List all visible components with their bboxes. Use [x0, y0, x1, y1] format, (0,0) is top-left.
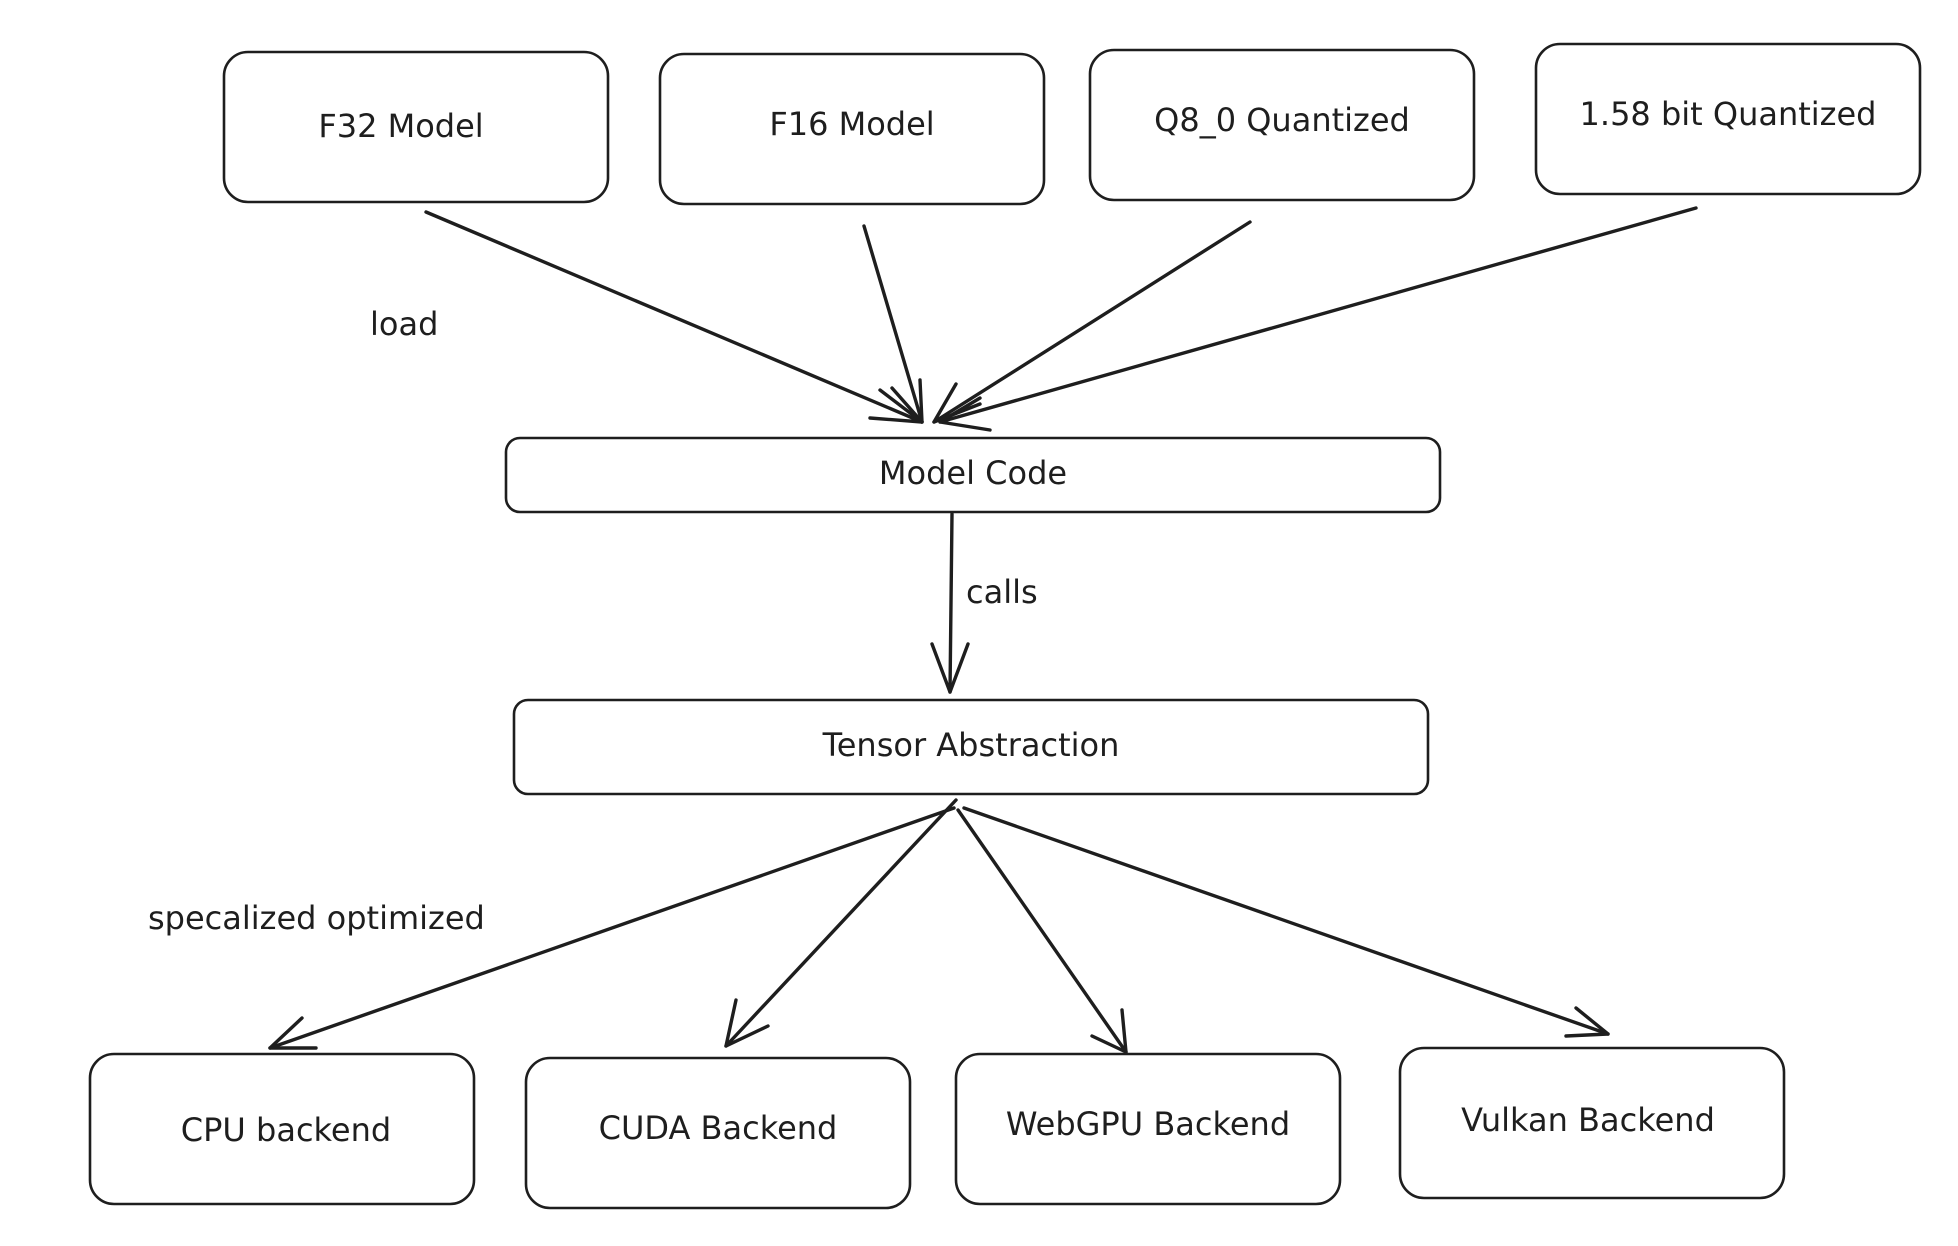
edge-tensor-to-cpu — [268, 806, 956, 1050]
edge-label-load: load — [370, 305, 438, 343]
node-cpu-backend-label: CPU backend — [181, 1111, 391, 1149]
node-tensor-abstraction-label: Tensor Abstraction — [822, 726, 1120, 764]
edge-label-calls: calls — [966, 573, 1038, 611]
node-webgpu-backend: WebGPU Backend — [954, 1052, 1342, 1206]
node-q8-quantized-label: Q8_0 Quantized — [1154, 101, 1410, 139]
node-1-58-bit-quantized: 1.58 bit Quantized — [1534, 42, 1922, 196]
node-model-code-label: Model Code — [879, 454, 1067, 492]
edge-tensor-to-vulkan — [962, 806, 1610, 1038]
node-cpu-backend: CPU backend — [88, 1052, 476, 1206]
edge-label-specalized-optimized: specalized optimized — [148, 899, 485, 937]
edge-tensor-to-cuda — [724, 798, 958, 1048]
edge-1-58-bit-to-model-code — [938, 206, 1698, 432]
edge-tensor-to-webgpu — [956, 808, 1128, 1054]
node-tensor-abstraction: Tensor Abstraction — [512, 698, 1430, 796]
node-1-58-bit-quantized-label: 1.58 bit Quantized — [1580, 95, 1877, 133]
node-vulkan-backend: Vulkan Backend — [1398, 1046, 1786, 1200]
edge-q8-to-model-code — [932, 220, 1252, 424]
node-f32-model-label: F32 Model — [318, 107, 483, 145]
edge-f32-to-model-code — [424, 210, 924, 424]
node-webgpu-backend-label: WebGPU Backend — [1006, 1105, 1290, 1143]
node-model-code: Model Code — [504, 436, 1442, 514]
edge-model-code-to-tensor — [930, 512, 970, 694]
node-q8-quantized: Q8_0 Quantized — [1088, 48, 1476, 202]
node-f16-model-label: F16 Model — [769, 105, 934, 143]
node-cuda-backend: CUDA Backend — [524, 1056, 912, 1210]
node-cuda-backend-label: CUDA Backend — [599, 1109, 838, 1147]
node-f32-model: F32 Model — [222, 50, 610, 204]
node-vulkan-backend-label: Vulkan Backend — [1461, 1101, 1715, 1139]
node-f16-model: F16 Model — [658, 52, 1046, 206]
edge-f16-to-model-code — [862, 224, 924, 424]
